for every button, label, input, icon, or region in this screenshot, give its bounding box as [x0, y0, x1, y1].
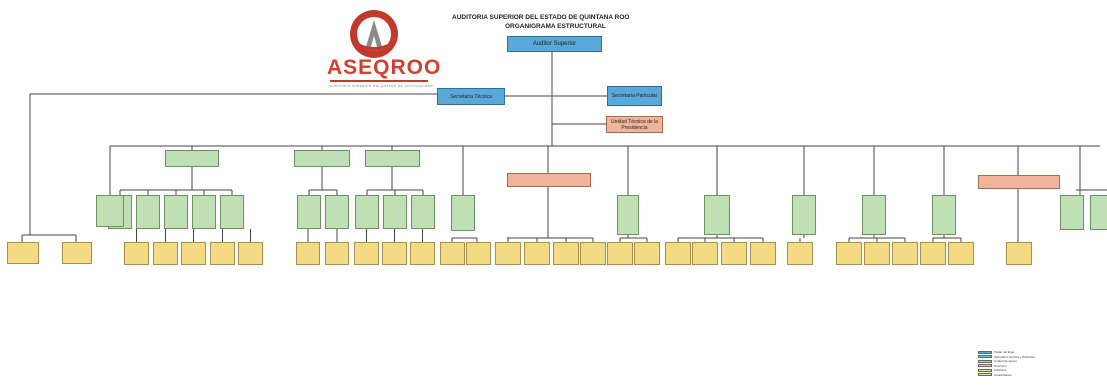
logo-name: ASEQROO: [327, 56, 442, 79]
aseqroo-logo: [320, 6, 430, 96]
subdirection-box: [96, 195, 124, 227]
legend-label: Secretaría Técnica y Particular: [994, 354, 1035, 359]
department-box: [354, 242, 379, 265]
department-box: [665, 242, 691, 265]
department-box: [721, 242, 747, 265]
department-box: [410, 242, 435, 265]
legend-item: Coordinación: [978, 373, 1012, 377]
department-box: [580, 242, 606, 265]
legend-swatch: [978, 355, 992, 358]
direction-box: [294, 150, 350, 167]
secretaria-particular-box: Secretaría Particular: [607, 86, 662, 106]
department-box: [892, 242, 918, 265]
subdirection-box: [792, 195, 816, 235]
department-box: [181, 242, 206, 265]
subdirection-box: [1090, 195, 1107, 230]
subdirection-box: [325, 195, 349, 229]
logo-divider: [330, 80, 428, 82]
subdirection-box: [617, 195, 639, 235]
logo-subtitle: AUDITORÍA SUPERIOR DEL ESTADO DE QUINTAN…: [330, 84, 434, 88]
direction-box: [165, 150, 219, 167]
department-box: [948, 242, 974, 265]
department-box: [495, 242, 521, 265]
legend-item: Unidad de Apoyo: [978, 359, 1017, 363]
department-box: [692, 242, 718, 265]
subdirection-box: [192, 195, 216, 229]
subdirection-box: [383, 195, 407, 229]
legend-item: Dirección: [978, 364, 1007, 368]
department-box: [124, 242, 149, 265]
department-box: [920, 242, 946, 265]
subdirection-box: [220, 195, 244, 229]
department-box: [634, 242, 660, 265]
secretaria-particular-label: Secretaría Particular: [611, 93, 658, 99]
auditor-superior-box: Auditor Superior: [507, 36, 602, 52]
logo-emblem-icon: [350, 10, 398, 58]
legend-item: Secretaría Técnica y Particular: [978, 355, 1035, 359]
coordination-box: [978, 175, 1060, 189]
secretaria-tecnica-label: Secretaría Técnica: [450, 93, 492, 100]
department-box: [553, 242, 579, 265]
department-box: [524, 242, 550, 265]
legend-swatch: [978, 359, 992, 363]
department-box: [296, 242, 320, 265]
legend-swatch: [978, 364, 992, 367]
legend-label: Titular del Ente: [994, 350, 1015, 354]
legend-swatch: [978, 368, 992, 372]
legend-label: Dirección: [994, 363, 1007, 368]
legend-label: Auditoría: [994, 368, 1007, 372]
department-box: [607, 242, 633, 265]
legend-label: Unidad de Apoyo: [994, 359, 1017, 363]
legend-item: Titular del Ente: [978, 350, 1014, 354]
legend-label: Coordinación: [994, 372, 1012, 377]
legend-swatch: [978, 373, 992, 376]
subdirection-box: [297, 195, 321, 229]
subdirection-box: [164, 195, 188, 229]
chart-title: AUDITORIA SUPERIOR DEL ESTADO DE QUINTAN…: [452, 14, 630, 21]
department-box: [1006, 242, 1032, 265]
department-box: [836, 242, 862, 265]
department-box: [750, 242, 776, 265]
coordination-box: [507, 173, 591, 187]
subdirection-box: [932, 195, 956, 235]
unit-box: [62, 242, 92, 264]
department-box: [325, 242, 349, 265]
subdirection-box: [451, 195, 475, 231]
department-box: [382, 242, 407, 265]
legend-item: Auditoría: [978, 368, 1006, 372]
subdirection-box: [411, 195, 435, 229]
auditor-superior-label: Auditor Superior: [532, 41, 577, 47]
unidad-tecnica-label: Unidad Técnica de la Presidencia: [611, 118, 658, 131]
department-box: [466, 242, 491, 265]
subdirection-box: [862, 195, 886, 235]
chart-subtitle: ORGANIGRAMA ESTRUCTURAL: [505, 23, 606, 30]
legend-swatch: [978, 350, 992, 354]
direction-box: [365, 150, 420, 167]
secretaria-tecnica-box: Secretaría Técnica: [437, 88, 505, 105]
subdirection-box: [355, 195, 379, 229]
department-box: [440, 242, 465, 265]
unidad-tecnica-box: Unidad Técnica de la Presidencia: [606, 116, 663, 133]
department-box: [864, 242, 890, 265]
department-box: [210, 242, 235, 265]
subdirection-box: [136, 195, 160, 229]
department-box: [153, 242, 178, 265]
department-box: [787, 242, 813, 265]
department-box: [238, 242, 263, 265]
subdirection-box: [704, 195, 730, 235]
unit-box: [7, 242, 39, 264]
subdirection-box: [1060, 195, 1084, 230]
